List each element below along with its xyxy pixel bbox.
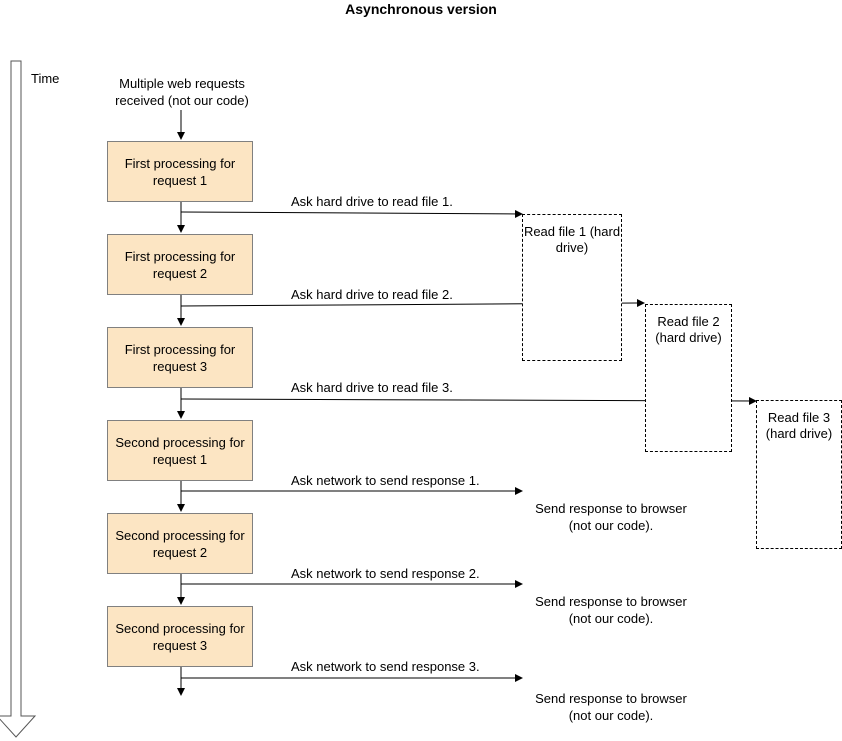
process-box-first-2: First processing for request 2 — [107, 234, 253, 295]
hard-drive-read-box-3: Read file 3 (hard drive) — [756, 400, 842, 549]
process-box-first-1: First processing for request 1 — [107, 141, 253, 202]
diagram-title: Asynchronous version — [345, 1, 497, 17]
browser-response-label-3: Send response to browser (not our code). — [535, 691, 687, 723]
process-box-first-3: First processing for request 3 — [107, 327, 253, 388]
process-box-second-1: Second processing for request 1 — [107, 420, 253, 481]
file-request-label-2: Ask hard drive to read file 2. — [291, 287, 453, 302]
process-box-second-2: Second processing for request 2 — [107, 513, 253, 574]
process-box-second-3: Second processing for request 3 — [107, 606, 253, 667]
network-request-label-2: Ask network to send response 2. — [291, 566, 480, 581]
browser-response-label-1: Send response to browser (not our code). — [535, 501, 687, 533]
network-request-label-1: Ask network to send response 1. — [291, 473, 480, 488]
network-request-label-3: Ask network to send response 3. — [291, 659, 480, 674]
hard-drive-read-box-2: Read file 2 (hard drive) — [645, 304, 732, 452]
file-request-label-1: Ask hard drive to read file 1. — [291, 194, 453, 209]
browser-response-label-2: Send response to browser (not our code). — [535, 594, 687, 626]
time-axis-arrow — [0, 60, 37, 738]
hard-drive-read-box-1: Read file 1 (hard drive) — [522, 214, 622, 361]
file-request-arrow-1 — [180, 209, 523, 218]
file-request-label-3: Ask hard drive to read file 3. — [291, 380, 453, 395]
incoming-requests-label: Multiple web requests received (not our … — [115, 76, 249, 108]
time-axis-label: Time — [31, 71, 60, 86]
